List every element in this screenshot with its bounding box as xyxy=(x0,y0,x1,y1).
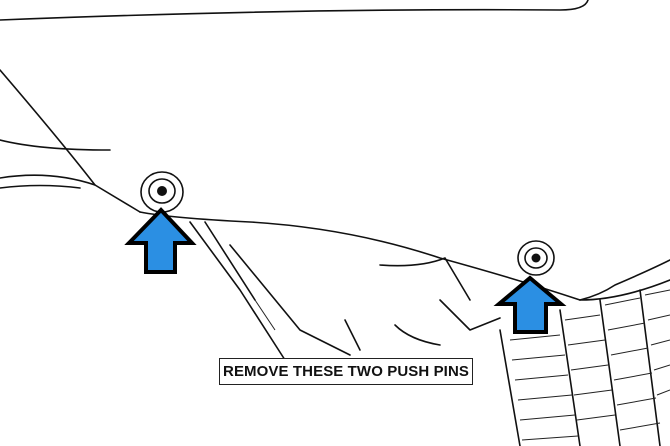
arrow-up-icon xyxy=(493,275,567,334)
push-pin-icon xyxy=(517,240,555,276)
tire xyxy=(499,259,670,446)
arrow-up-icon xyxy=(124,207,197,274)
fascia-lower xyxy=(0,174,96,186)
instruction-label: REMOVE THESE TWO PUSH PINS xyxy=(219,358,473,385)
push-pin-icon xyxy=(140,171,184,213)
splash-shield-edge xyxy=(139,211,670,301)
bumper-outline xyxy=(0,0,589,21)
fascia-edge xyxy=(0,69,141,213)
